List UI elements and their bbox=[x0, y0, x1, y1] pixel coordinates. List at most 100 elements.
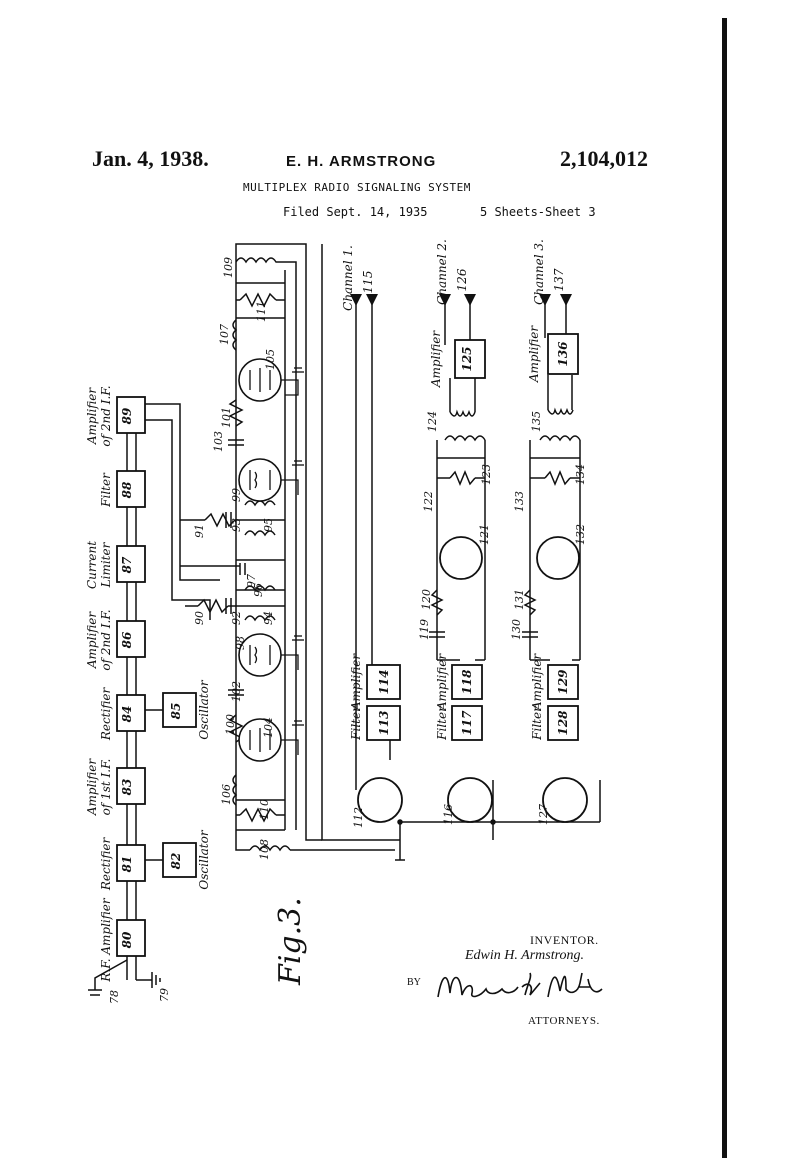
by-label: BY bbox=[407, 977, 421, 988]
block-87 bbox=[116, 545, 146, 583]
block-85 bbox=[162, 692, 197, 728]
ref-122: 122 bbox=[422, 491, 435, 512]
block-numeral-81: 81 bbox=[120, 856, 134, 873]
block-numeral-80: 80 bbox=[120, 931, 134, 948]
discriminator-network bbox=[180, 243, 395, 852]
page-edge-line bbox=[722, 18, 727, 1158]
ref-116: 116 bbox=[442, 804, 455, 825]
block-128 bbox=[547, 705, 579, 741]
ref-95: 95 bbox=[262, 518, 275, 532]
ref-106: 106 bbox=[220, 784, 233, 805]
ref-112: 112 bbox=[352, 807, 365, 828]
label-filter-117: Filter bbox=[435, 705, 449, 741]
block-numeral-128: 128 bbox=[556, 710, 570, 736]
ref-127: 127 bbox=[537, 804, 550, 825]
block-117 bbox=[451, 705, 483, 741]
ref-110: 110 bbox=[258, 799, 271, 820]
ref-134: 134 bbox=[574, 464, 587, 485]
label-filter-113: Filter bbox=[349, 705, 363, 741]
sheet-count: 5 Sheets-Sheet 3 bbox=[480, 205, 596, 219]
ref-132: 132 bbox=[574, 524, 587, 545]
channel-2 bbox=[429, 294, 494, 840]
label-amplifier-118: Amplifier bbox=[435, 653, 449, 712]
block-118 bbox=[451, 664, 483, 700]
tube-121 bbox=[439, 536, 483, 580]
block-80 bbox=[116, 919, 146, 957]
block-numeral-84: 84 bbox=[120, 706, 134, 723]
block-numeral-114: 114 bbox=[377, 669, 391, 694]
discriminator-feed bbox=[145, 403, 240, 620]
channel-1-ref: 115 bbox=[361, 271, 375, 294]
ref-90: 90 bbox=[193, 611, 206, 625]
label-amp-2nd-if-89-l2: of 2nd I.F. bbox=[99, 385, 113, 446]
label-current-limiter-l1: Current bbox=[85, 541, 99, 589]
channel-2-ref: 126 bbox=[455, 268, 469, 291]
ref-109: 109 bbox=[222, 257, 235, 278]
ref-92: 92 bbox=[230, 611, 243, 625]
inventor-signature: Edwin H. Armstrong. bbox=[465, 948, 585, 963]
ground-symbol bbox=[136, 972, 161, 988]
patent-number: 2,104,012 bbox=[560, 146, 648, 171]
label-amp-2nd-if-89-l1: Amplifier bbox=[85, 387, 99, 446]
block-numeral-83: 83 bbox=[120, 779, 134, 796]
label-amp-1st-if-l2: of 1st I.F. bbox=[99, 759, 113, 816]
attorneys-signature bbox=[437, 972, 603, 998]
ref-91: 91 bbox=[193, 524, 206, 538]
tube-99 bbox=[238, 458, 282, 502]
block-125 bbox=[454, 339, 486, 379]
figure-label: Fig.3. bbox=[273, 897, 308, 986]
block-numeral-88: 88 bbox=[120, 481, 134, 498]
block-88 bbox=[116, 470, 146, 508]
ref-96: 96 bbox=[252, 583, 265, 597]
block-89 bbox=[116, 396, 146, 434]
ref-104: 104 bbox=[262, 717, 275, 738]
ref-120: 120 bbox=[420, 589, 433, 610]
channel-3 bbox=[522, 294, 601, 822]
block-numeral-82: 82 bbox=[169, 853, 183, 870]
block-numeral-89: 89 bbox=[120, 407, 134, 424]
block-numeral-129: 129 bbox=[556, 669, 570, 695]
block-86 bbox=[116, 620, 146, 658]
label-rectifier-84: Rectifier bbox=[99, 687, 113, 742]
label-oscillator-82: Oscillator bbox=[197, 829, 211, 889]
ref-98: 98 bbox=[234, 636, 247, 650]
block-113 bbox=[366, 705, 401, 741]
block-numeral-117: 117 bbox=[460, 710, 474, 736]
channel-2-name: Channel 2. bbox=[435, 239, 449, 305]
label-current-limiter-l2: Limiter bbox=[99, 541, 113, 588]
inventor-name-header: E. H. ARMSTRONG bbox=[286, 153, 437, 170]
ref-130: 130 bbox=[510, 619, 523, 640]
label-filter-88: Filter bbox=[99, 472, 113, 508]
label-amp-1st-if-l1: Amplifier bbox=[85, 758, 99, 817]
ref-135: 135 bbox=[530, 411, 543, 432]
ref-93: 93 bbox=[230, 518, 243, 532]
antenna-symbol bbox=[88, 959, 128, 996]
ref-133: 133 bbox=[513, 491, 526, 512]
ref-131: 131 bbox=[513, 589, 526, 610]
ref-79: 79 bbox=[158, 988, 171, 1002]
label-amp-2nd-if-86-l1: Amplifier bbox=[85, 611, 99, 670]
block-81 bbox=[116, 844, 146, 882]
block-numeral-87: 87 bbox=[120, 556, 134, 573]
label-amp-2nd-if-86-l2: of 2nd I.F. bbox=[99, 609, 113, 670]
attorneys-label: ATTORNEYS. bbox=[528, 1015, 600, 1027]
tube-112 bbox=[357, 777, 403, 823]
ref-124: 124 bbox=[426, 411, 439, 432]
block-numeral-118: 118 bbox=[460, 669, 474, 695]
ref-100: 100 bbox=[224, 714, 237, 735]
block-numeral-85: 85 bbox=[169, 703, 183, 720]
ref-102: 102 bbox=[230, 681, 243, 702]
ref-105: 105 bbox=[264, 349, 277, 370]
ref-119: 119 bbox=[418, 619, 431, 640]
ref-121: 121 bbox=[478, 524, 491, 545]
block-114 bbox=[366, 664, 401, 700]
ref-111: 111 bbox=[255, 301, 268, 322]
label-filter-128: Filter bbox=[530, 705, 544, 741]
inventor-label: INVENTOR. bbox=[530, 933, 599, 947]
block-numeral-86: 86 bbox=[120, 631, 134, 648]
label-amplifier-114: Amplifier bbox=[349, 653, 363, 712]
ref-78: 78 bbox=[108, 990, 121, 1004]
label-amplifier-136: Amplifier bbox=[527, 325, 541, 384]
block-129 bbox=[547, 664, 579, 700]
